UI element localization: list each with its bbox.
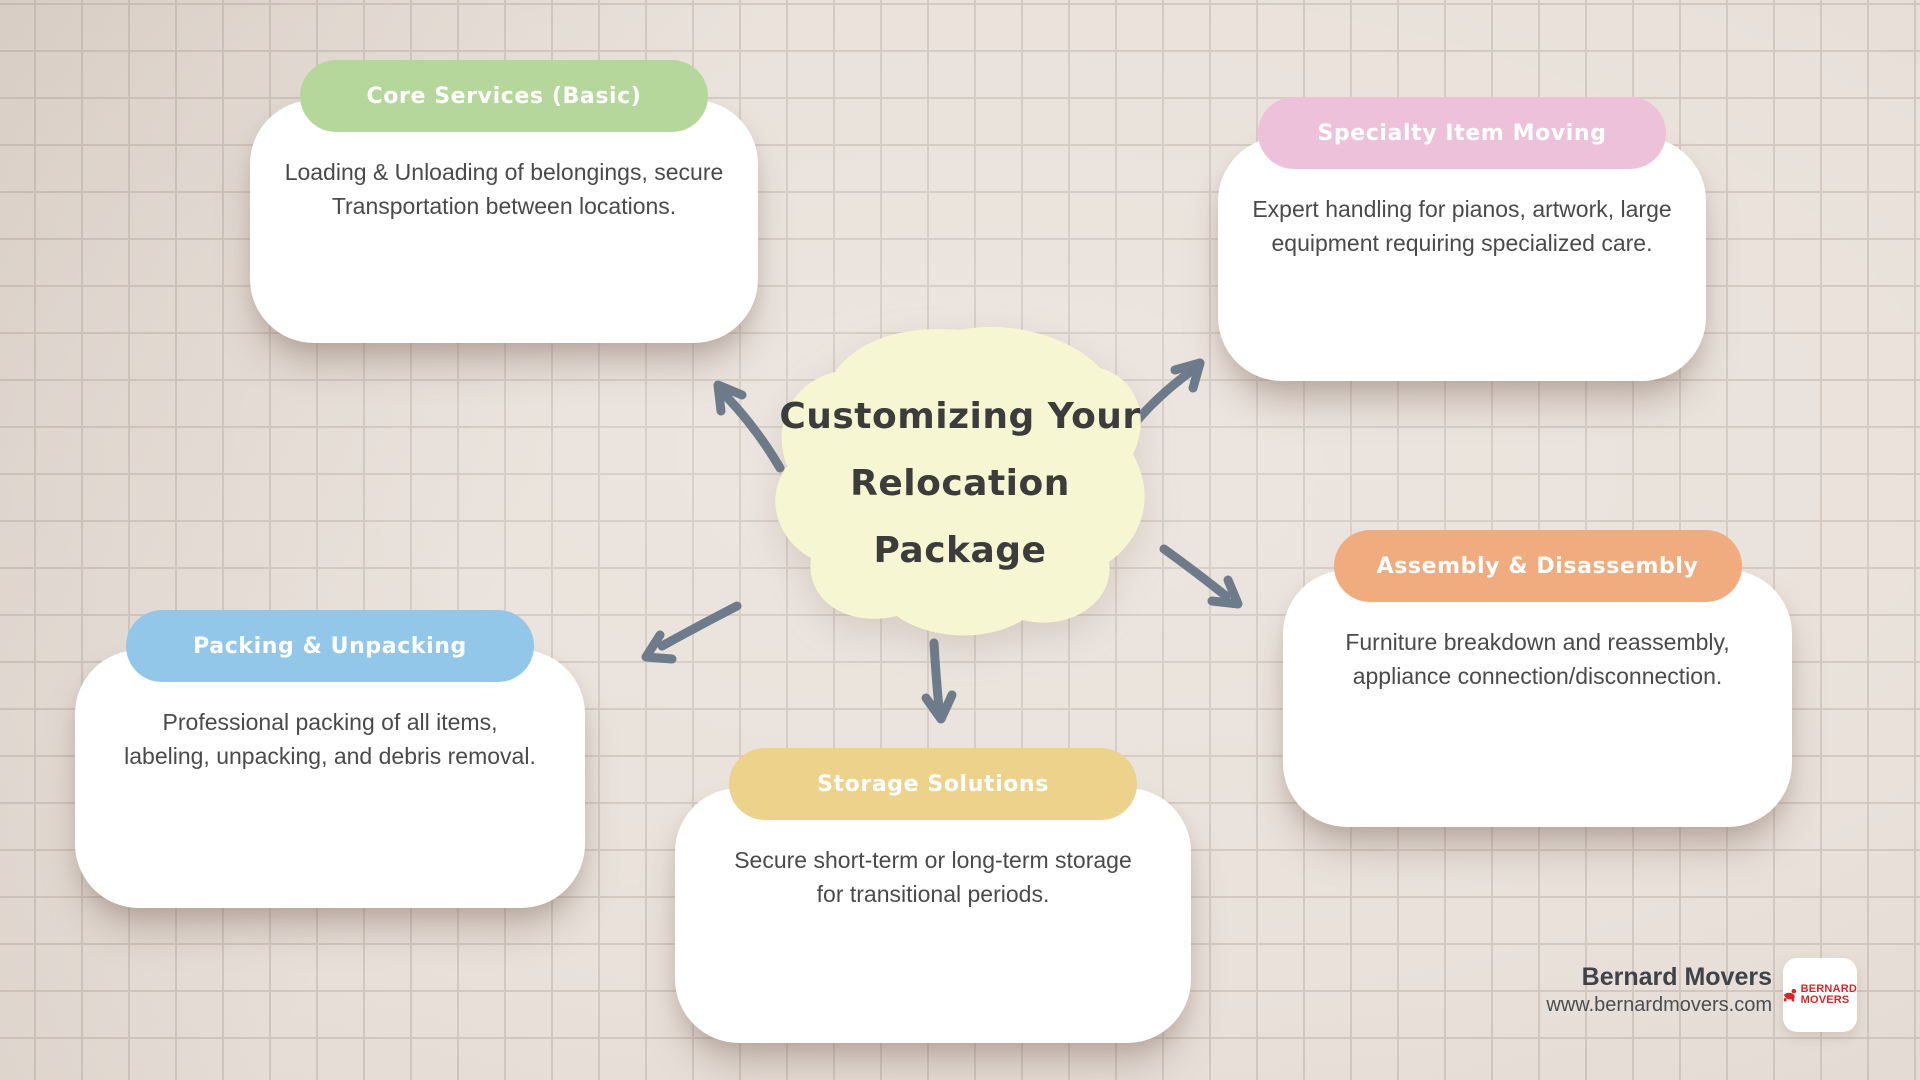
title-line: Customizing Your [779,395,1141,437]
card-storage-solutions-header: Storage Solutions [729,748,1137,820]
brand-name: Bernard Movers [1581,963,1772,991]
arrow-to-assembly-disassembly [1159,544,1243,609]
logo-wordmark-line: BERNARD [1800,983,1857,995]
central-topic-blob: Customizing Your Relocation Package [765,322,1155,644]
arrow-to-packing-unpacking [641,601,742,664]
card-core-services-body: Loading & Unloading of belongings, secur… [284,159,724,219]
card-header-label: Specialty Item Moving [1317,120,1607,146]
card-assembly-disassembly-body: Furniture breakdown and reassembly, appl… [1345,629,1730,689]
title-line: Package [873,529,1047,571]
mover-dog-icon [1783,988,1797,1002]
brand-footer: Bernard Movers www.bernardmovers.com [1546,962,1772,1018]
card-specialty-item-moving: Specialty Item Moving Expert handling fo… [1218,97,1706,381]
card-header-label: Packing & Unpacking [193,633,467,659]
card-packing-unpacking: Packing & Unpacking Professional packing… [75,610,585,908]
blob-shape [775,327,1145,636]
bernard-movers-logo: BERNARD MOVERS [1783,958,1857,1032]
card-header-label: Storage Solutions [817,771,1049,797]
card-specialty-item-moving-header: Specialty Item Moving [1258,97,1666,169]
card-core-services-header: Core Services (Basic) [300,60,708,132]
card-specialty-item-moving-body: Expert handling for pianos, artwork, lar… [1252,196,1672,256]
logo-wordmark-line: MOVERS [1800,994,1850,1006]
card-storage-solutions: Storage Solutions Secure short-term or l… [675,748,1191,1043]
card-packing-unpacking-header: Packing & Unpacking [126,610,534,682]
central-topic-title: Customizing Your Relocation Package [765,322,1155,644]
card-header-label: Core Services (Basic) [366,83,642,109]
card-core-services: Core Services (Basic) Loading & Unloadin… [250,60,758,343]
brand-website: www.bernardmovers.com [1546,994,1772,1016]
title-line: Relocation [850,462,1070,504]
card-packing-unpacking-body: Professional packing of all items, label… [124,709,536,769]
logo-wordmark: BERNARD MOVERS [1801,984,1857,1006]
arrow-to-storage-solutions [921,638,957,724]
card-assembly-disassembly-header: Assembly & Disassembly [1333,530,1742,602]
card-storage-solutions-body: Secure short-term or long-term storage f… [734,847,1132,907]
card-assembly-disassembly: Assembly & Disassembly Furniture breakdo… [1283,530,1792,827]
card-header-label: Assembly & Disassembly [1376,553,1699,579]
